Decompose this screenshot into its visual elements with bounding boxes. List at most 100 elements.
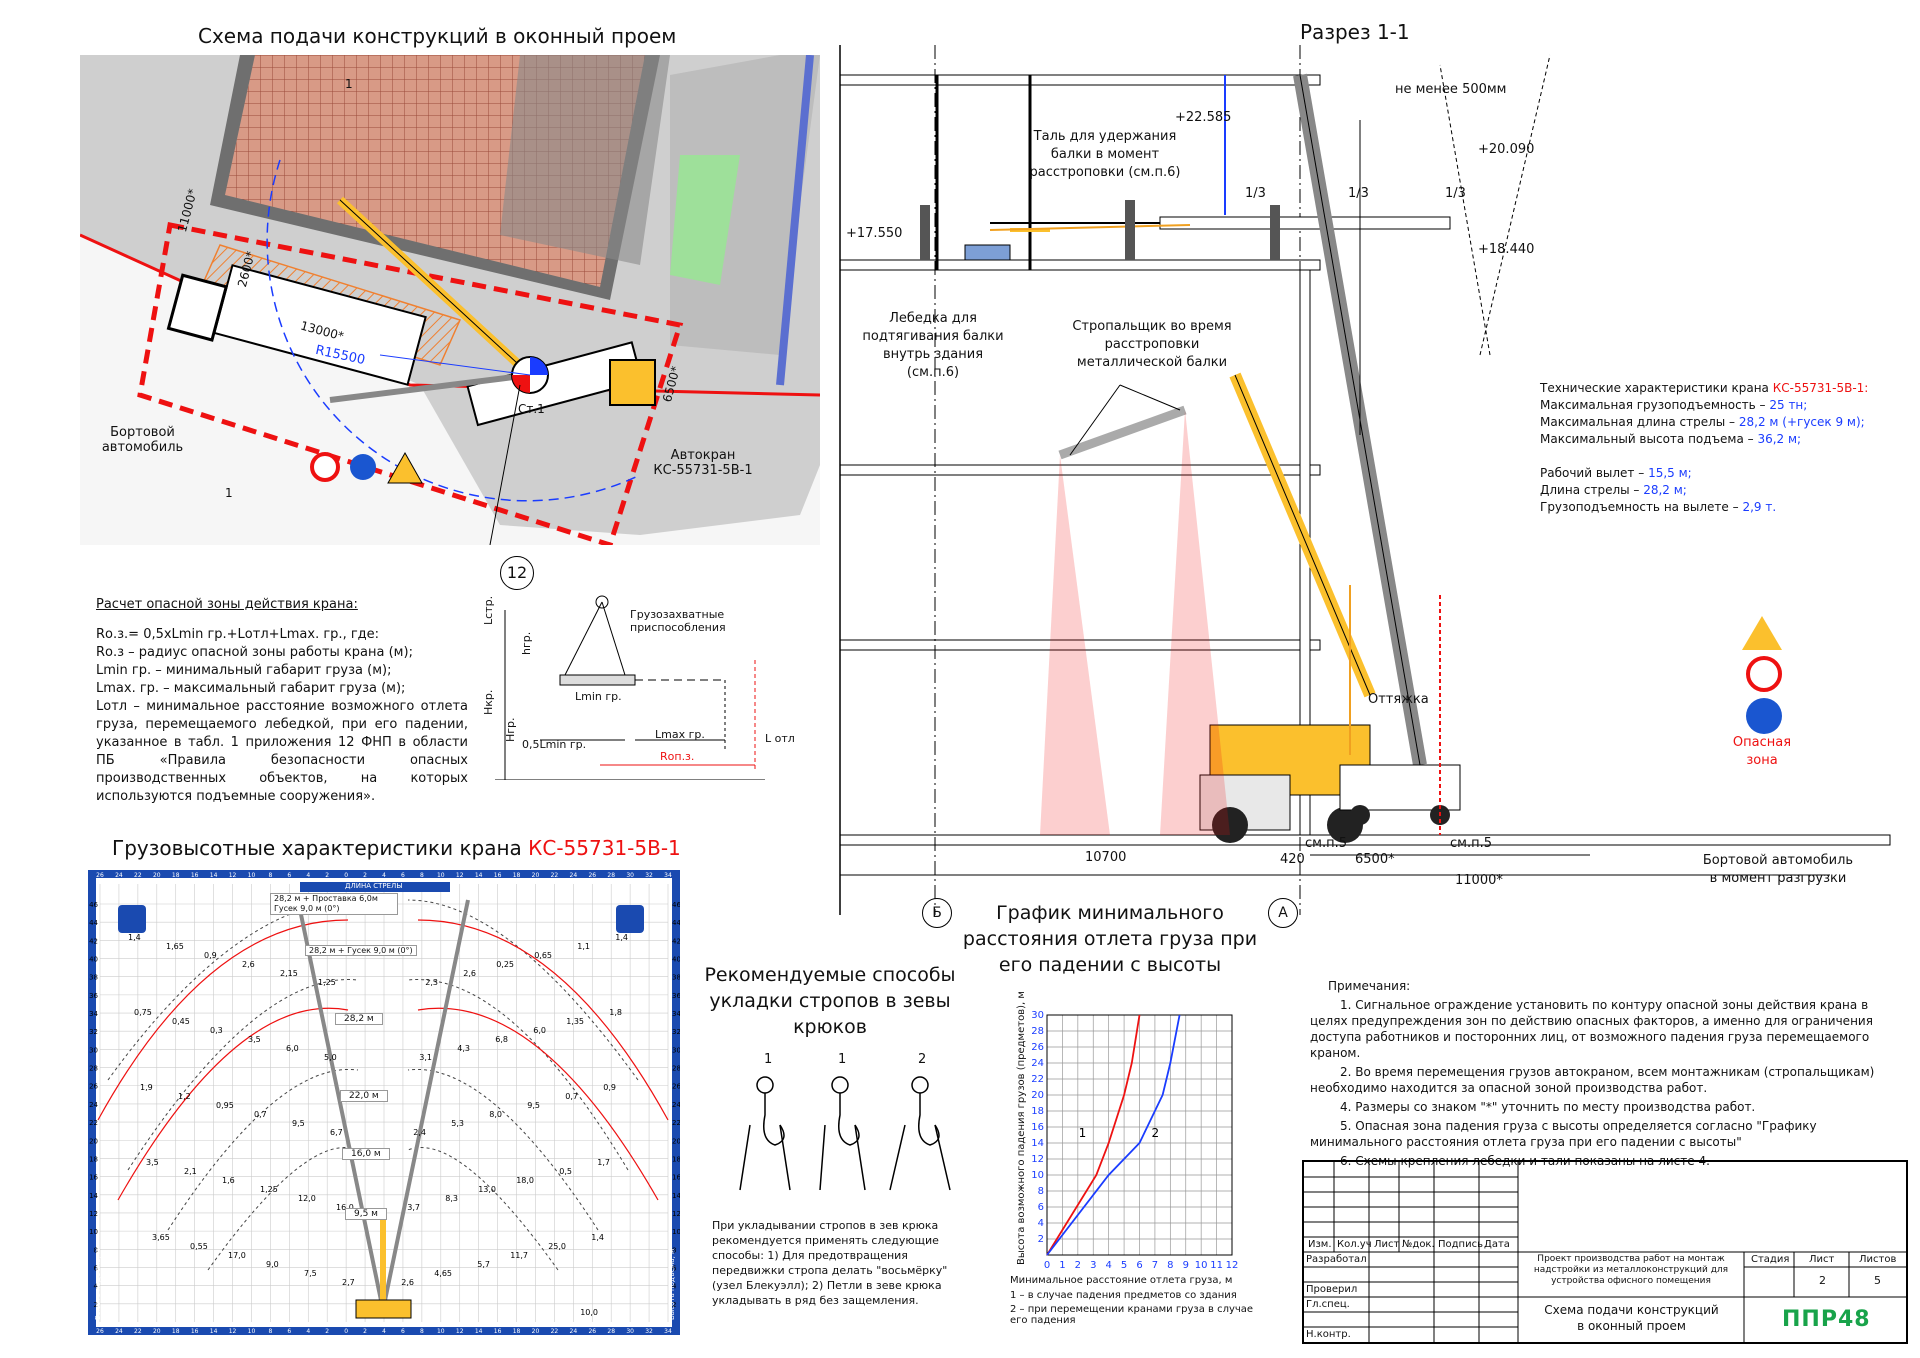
fall-x-tick: 5 <box>1121 1260 1127 1271</box>
capacity-label-right: 1,8 <box>609 1008 622 1017</box>
capacity-label-left: 6,0 <box>286 1044 299 1053</box>
load-y-tick: 28 <box>672 1065 680 1073</box>
fall-y-tick: 18 <box>1031 1106 1044 1117</box>
load-x-tick: 34 <box>664 1328 672 1335</box>
sling-hooks-drawing <box>739 1076 951 1191</box>
capacity-label-right: 0,5 <box>559 1167 572 1176</box>
load-y-tick: 40 <box>89 956 98 964</box>
load-y-tick: 18 <box>89 1155 98 1163</box>
load-x-tick: 12 <box>456 872 464 879</box>
capacity-label-right: 2,3 <box>425 978 438 987</box>
load-chart-title-prefix: Грузовысотные характеристики крана <box>112 836 529 860</box>
ref-cm5-left: см.п.5 <box>1305 836 1347 851</box>
fall-y-tick: 10 <box>1031 1170 1044 1181</box>
load-chart-title-model: КС-55731-5В-1 <box>528 836 681 860</box>
fall-x-tick: 2 <box>1075 1260 1081 1271</box>
capacity-label-right: 4,65 <box>434 1269 452 1278</box>
load-chart: 2626242422222020181816161414121210108866… <box>88 870 680 1335</box>
specs-title: Технические характеристики крана <box>1540 381 1773 395</box>
fall-graph-title: График минимального расстояния отлета гр… <box>962 902 1258 976</box>
load-y-tick: 22 <box>89 1119 98 1127</box>
load-y-tick: 44 <box>89 919 98 927</box>
load-y-tick: 4 <box>94 1283 99 1291</box>
load-side-label-left: Высота подъема, м <box>94 1248 102 1320</box>
load-x-tick: 16 <box>191 1328 199 1335</box>
capacity-label-left: 0,3 <box>210 1026 223 1035</box>
spec-label: Длина стрелы – <box>1540 483 1644 497</box>
sling-mark-1: 1 <box>764 1052 773 1067</box>
ref-cm5-right: см.п.5 <box>1450 836 1492 851</box>
load-y-tick: 24 <box>89 1101 98 1109</box>
spec-value: 15,5 м; <box>1648 466 1692 480</box>
capacity-label-left: 1,2 <box>178 1092 191 1101</box>
capacity-label-right: 0,65 <box>534 951 552 960</box>
sling-mark-2: 1 <box>838 1052 847 1067</box>
load-x-tick: 10 <box>437 1328 445 1335</box>
tb-role-check: Проверил <box>1306 1284 1358 1295</box>
title-block: Изм. Кол.уч Лист №док. Подпись Дата Разр… <box>1302 1160 1908 1344</box>
section-mark-bottom: 1 <box>225 486 233 500</box>
capacity-label-left: 16,0 <box>336 1203 354 1212</box>
fall-series-line-1 <box>1046 1014 1141 1256</box>
fall-x-tick: 10 <box>1195 1260 1208 1271</box>
lmin-label: Lmin гр. <box>575 690 622 703</box>
capacity-label-right: 10,0 <box>580 1308 598 1317</box>
load-x-tick: 4 <box>306 1328 310 1335</box>
tb-h-sign: Подпись <box>1438 1239 1483 1250</box>
warning-sign-icon <box>1742 616 1782 650</box>
load-x-tick: 24 <box>115 872 123 879</box>
fall-legend-2: 2 – при перемещении кранами груза в случ… <box>1010 1304 1254 1326</box>
load-x-tick: 10 <box>248 872 256 879</box>
section-mark-top: 1 <box>345 77 353 91</box>
capacity-label-right: 5,3 <box>451 1119 464 1128</box>
fall-y-tick: 28 <box>1031 1026 1044 1037</box>
load-x-tick: 24 <box>115 1328 123 1335</box>
load-x-tick: 12 <box>229 1328 237 1335</box>
capacity-label-left: 1,25 <box>318 978 336 987</box>
tb-h-kol: Кол.уч <box>1337 1239 1372 1250</box>
boom-box-3: 28,2 м <box>335 1013 383 1025</box>
load-x-tick: 26 <box>588 872 596 879</box>
fall-y-tick: 8 <box>1038 1186 1044 1197</box>
load-side-label-right: Высота подъема, м <box>668 1248 676 1320</box>
guy-label: Оттяжка <box>1368 692 1429 707</box>
calc-line: Rо.з – радиус опасной зоны работы крана … <box>96 645 413 660</box>
spec-value: 36,2 м; <box>1757 432 1802 446</box>
level-20090: +20.090 <box>1478 142 1535 157</box>
load-y-tick: 14 <box>89 1192 98 1200</box>
capacity-label-left: 0,9 <box>204 951 217 960</box>
load-x-tick: 4 <box>306 872 310 879</box>
capacity-label-right: 18,0 <box>516 1176 534 1185</box>
load-y-tick: 28 <box>89 1065 98 1073</box>
load-y-tick: 34 <box>89 1010 98 1018</box>
lotl-label: L отл <box>765 732 795 745</box>
notes-block: Примечания: 1. Сигнальное ограждение уст… <box>1310 978 1885 1172</box>
fall-series-line-2 <box>1046 1014 1181 1256</box>
no-entry-sign-icon <box>1746 656 1782 692</box>
load-x-tick: 32 <box>645 1328 653 1335</box>
load-y-tick: 2 <box>672 1301 676 1309</box>
axis-a: А <box>1268 898 1298 928</box>
half-lmin-label: 0,5Lmin гр. <box>522 738 587 751</box>
load-x-tick: 2 <box>363 872 367 879</box>
lstr-label: Lстр. <box>482 595 495 625</box>
fall-x-tick: 4 <box>1105 1260 1111 1271</box>
station-label: Ст.1 <box>518 402 545 416</box>
load-x-tick: 8 <box>268 1328 272 1335</box>
load-x-tick: 16 <box>494 1328 502 1335</box>
capacity-label-right: 0,7 <box>565 1092 578 1101</box>
capacity-label-left: 2,15 <box>280 969 298 978</box>
tb-role-chief: Гл.спец. <box>1306 1299 1350 1310</box>
load-y-tick: 12 <box>89 1210 98 1218</box>
capacity-label-right: 1,4 <box>615 933 628 942</box>
fall-x-tick: 7 <box>1152 1260 1158 1271</box>
capacity-label-right: 5,7 <box>477 1260 490 1269</box>
load-x-tick: 24 <box>570 872 578 879</box>
load-x-tick: 20 <box>532 872 540 879</box>
boom-box-1: 28,2 м + Проставка 6,0м Гусек 9,0 м (0°) <box>270 893 398 915</box>
fall-series-label: 2 <box>1152 1126 1160 1140</box>
section-drawing <box>839 45 1891 915</box>
vehicle-label: Бортовой автомобиль <box>101 425 184 455</box>
load-y-tick: 26 <box>672 1083 680 1091</box>
calc-line: Lmax. гр. – максимальный габарит груза (… <box>96 681 406 696</box>
